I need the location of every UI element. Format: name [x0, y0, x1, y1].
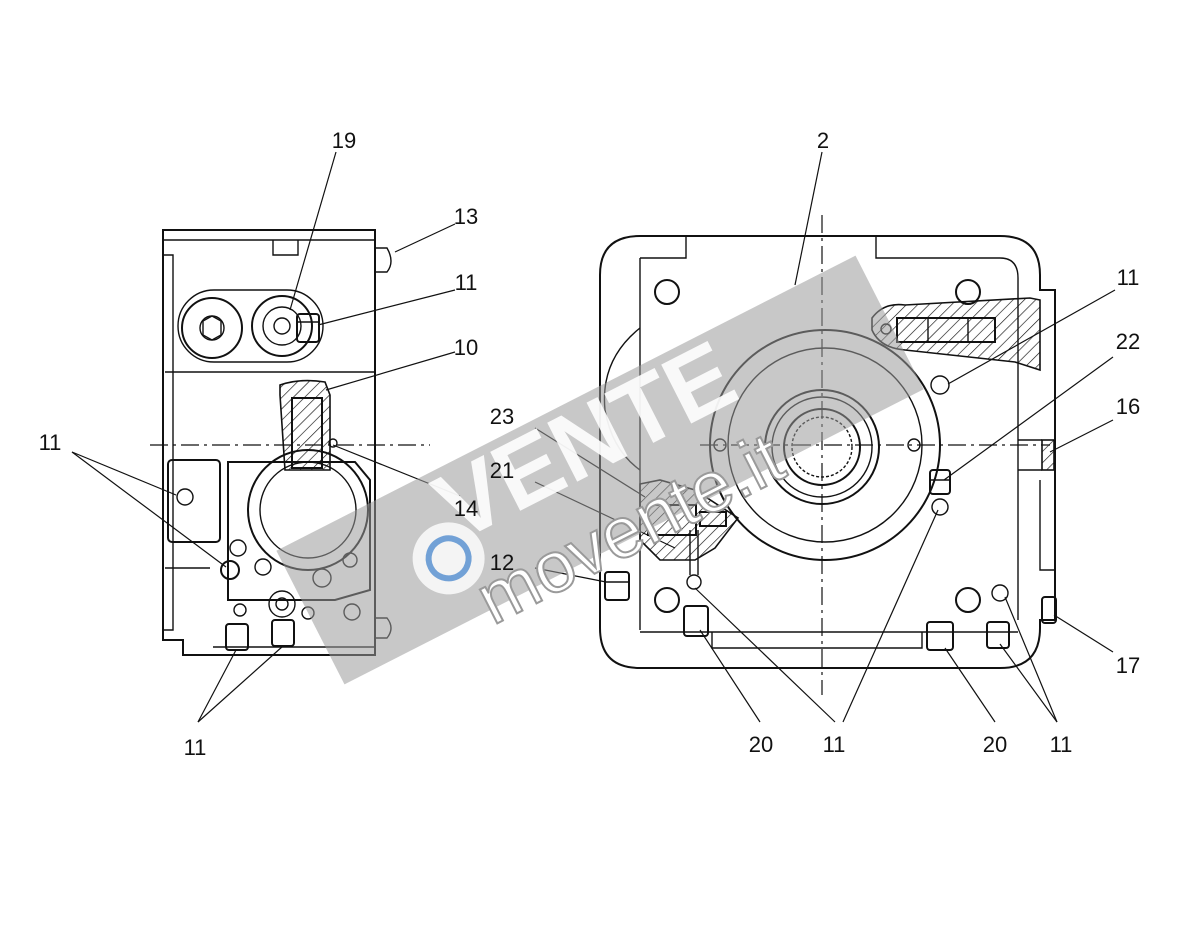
- callout-20-left: 20: [749, 732, 773, 757]
- callout-11-right-bottom: 11: [1050, 732, 1073, 757]
- callout-11-right-top: 11: [1117, 265, 1140, 290]
- callout-16: 16: [1116, 394, 1140, 419]
- callout-10: 10: [454, 335, 478, 360]
- callout-17: 17: [1116, 653, 1140, 678]
- callout-21: 21: [490, 458, 514, 483]
- callout-labels: 19 13 11 10 11 14 11 2 11 22 16 23 21 12…: [39, 128, 1141, 760]
- right-housing-view: [599, 215, 1057, 695]
- callout-11-left-bottom: 11: [184, 735, 207, 760]
- callout-11-left-top: 11: [455, 270, 478, 295]
- callout-2: 2: [817, 128, 829, 153]
- callout-23: 23: [490, 404, 514, 429]
- watermark: VENTE movente.it: [276, 255, 924, 685]
- callout-22: 22: [1116, 329, 1140, 354]
- callout-20-right: 20: [983, 732, 1007, 757]
- callout-13: 13: [454, 204, 478, 229]
- right-leader-lines: [534, 151, 1116, 723]
- left-housing-view: [150, 229, 430, 656]
- watermark-logo-icon: [412, 522, 485, 595]
- left-leader-lines: [71, 151, 461, 723]
- callout-11-right-mid: 11: [823, 732, 846, 757]
- callout-12: 12: [490, 550, 514, 575]
- callout-19: 19: [332, 128, 356, 153]
- callout-11-left-side: 11: [39, 430, 62, 455]
- callout-14: 14: [454, 496, 478, 521]
